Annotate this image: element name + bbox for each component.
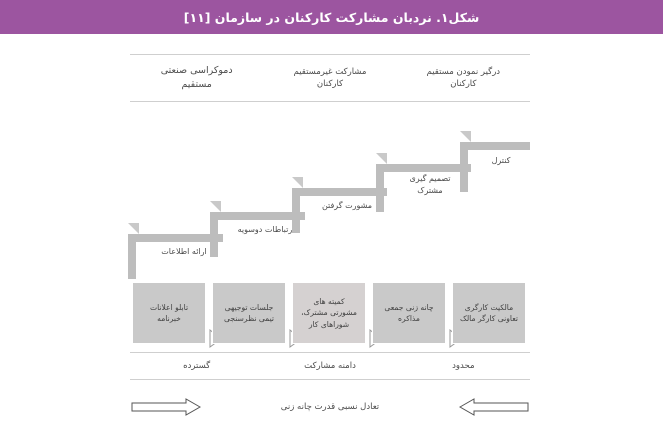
mechanism-box-line-1: چانه زنی جمعی [384, 302, 434, 312]
step-corner-nub-icon [376, 153, 387, 164]
step-tread [210, 212, 305, 220]
mechanism-box-line-2: خبرنامه [157, 314, 181, 323]
bargaining-power-label: تعادل نسبی قدرت چانه زنی [280, 402, 380, 412]
ladder-step-label-line-1: مشورت گرفتن [321, 201, 373, 210]
mechanism-box-line-2: مذاکره [398, 314, 420, 323]
step-corner-nub-icon [128, 223, 139, 234]
step-riser [292, 188, 300, 233]
step-riser [210, 212, 218, 257]
ladder-step-label: مشورت گرفتن [306, 200, 388, 212]
step-riser [376, 164, 384, 212]
ladder-step-information: ارائه اطلاعات [128, 223, 224, 279]
column-header-line-2: کارکنان [316, 79, 344, 89]
column-header-line-2: مستقیم [181, 79, 212, 90]
ladder-step-label: کنترل [474, 155, 528, 167]
ladder-step-label-line-1: کنترل [491, 156, 511, 165]
mechanism-box-line-1: مالکیت کارگری [464, 302, 514, 312]
column-header-direct-involvement: درگیر نمودن مستقیم کارکنان [397, 55, 530, 101]
ladder-step-label-line-1: ارتباطات دوسویه [237, 225, 295, 234]
ladder-step-label-line-1: ارائه اطلاعات [161, 247, 207, 256]
arrow-left-icon [458, 398, 529, 416]
mechanism-box-line-2: تیمی نظرسنجی [224, 314, 274, 323]
mechanism-box-line-1: کمیته های [313, 296, 345, 306]
ladder-step-label: ارتباطات دوسویه [224, 224, 308, 236]
scope-label-broad: گسترده [183, 361, 211, 371]
mechanism-box-line-3: شوراهای کار [308, 319, 350, 329]
column-header-indirect-participation: مشارکت غیرمستقیم کارکنان [263, 55, 396, 101]
step-corner-nub-icon [210, 201, 221, 212]
mechanism-box-team-briefings-surveys: جلسات توجیهی تیمی نظرسنجی [212, 282, 286, 344]
figure-caption-text: شکل۱. نردبان مشارکت کارکنان در سازمان [۱… [183, 9, 480, 25]
ladder-step-label-line-1: تصمیم گیری [409, 174, 451, 183]
scope-label-center: دامنه مشارکت [304, 361, 356, 371]
step-corner-nub-icon [460, 131, 471, 142]
ladder-step-label-line-2: مشترک [417, 186, 443, 195]
step-tread [376, 164, 471, 172]
mechanism-box-line-1: تابلو اعلانات [149, 302, 189, 312]
step-corner-nub-icon [292, 177, 303, 188]
mechanism-box-joint-consultative-committees: کمیته های مشورتی مشترک، شوراهای کار [292, 282, 366, 344]
participation-type-header: درگیر نمودن مستقیم کارکنان مشارکت غیرمست… [130, 54, 530, 102]
right-arrow-wrap [130, 396, 202, 418]
ladder-step-joint-decision: تصمیم گیری مشترک [376, 153, 471, 212]
mechanism-box-line-2: مشورتی مشترک، [301, 308, 357, 318]
step-tread [292, 188, 387, 196]
step-riser [460, 142, 468, 192]
column-header-line-2: کارکنان [450, 79, 477, 89]
column-header-line-1: دموکراسی صنعتی [160, 65, 233, 77]
step-tread [128, 234, 223, 242]
arrow-right-icon [131, 398, 202, 416]
mechanism-box-bulletin-newsletter: تابلو اعلانات خبرنامه [132, 282, 206, 344]
mechanism-box-collective-bargaining: چانه زنی جمعی مذاکره [372, 282, 446, 344]
ladder-step-label: تصمیم گیری مشترک [390, 173, 470, 197]
mechanism-box-line-2: تعاونی کارگر مالک [460, 314, 518, 323]
mechanism-box-line-1: جلسات توجیهی [224, 302, 274, 312]
step-riser [128, 234, 136, 279]
column-header-industrial-democracy: دموکراسی صنعتی مستقیم [130, 55, 263, 101]
figure-canvas: درگیر نمودن مستقیم کارکنان مشارکت غیرمست… [0, 34, 663, 421]
participation-mechanism-boxes: تابلو اعلانات خبرنامه جلسات توجیهی تیمی … [130, 282, 530, 348]
ladder-step-consultation: مشورت گرفتن [292, 177, 388, 233]
scope-label-limited: محدود [452, 361, 475, 371]
ladder-step-control: کنترل [460, 131, 530, 192]
figure-caption-bar: شکل۱. نردبان مشارکت کارکنان در سازمان [۱… [0, 0, 663, 34]
left-arrow-wrap [458, 396, 530, 418]
ladder-step-two-way-communication: ارتباطات دوسویه [210, 201, 308, 257]
step-tread [460, 142, 530, 150]
column-header-line-1: مشارکت غیرمستقیم [293, 66, 367, 77]
participation-scope-band: محدود دامنه مشارکت گسترده [130, 352, 530, 380]
column-header-line-1: درگیر نمودن مستقیم [426, 66, 501, 77]
participation-ladder: ارائه اطلاعات ارتباطات دوسویه مشورت گرفت… [0, 104, 663, 279]
ladder-step-label: ارائه اطلاعات [144, 246, 224, 258]
mechanism-box-worker-ownership: مالکیت کارگری تعاونی کارگر مالک [452, 282, 526, 344]
bargaining-power-row: تعادل نسبی قدرت چانه زنی [130, 392, 530, 422]
